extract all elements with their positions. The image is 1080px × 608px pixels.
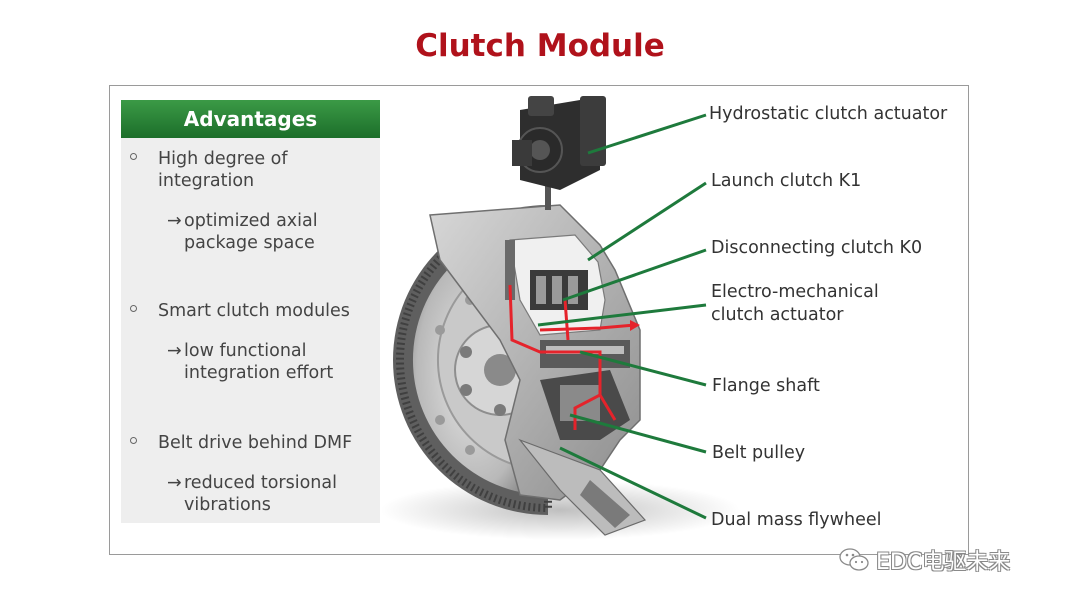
advantage-benefit: → low functional integration effort [167,340,373,384]
clutch-housing-part [429,204,647,536]
leader-line [559,446,707,520]
flow-arrowhead [630,320,640,331]
advantage-title: Belt drive behind DMF [158,433,353,453]
advantage-title: High degree of integration [158,149,288,191]
label-disconnecting-clutch-k0: Disconnecting clutch K0 [711,238,923,258]
watermark-text: EDC电驱未来 [876,550,1011,575]
advantage-benefit: → reduced torsional vibrations [167,472,373,516]
circle-bullet-icon [130,305,137,312]
advantage-benefit-text: optimized axial package space [184,211,318,253]
leader-line [562,248,707,302]
advantage-title: Smart clutch modules [158,301,350,321]
right-arrow-icon: → [167,211,182,231]
right-arrow-icon: → [167,341,182,361]
label-hydrostatic-clutch-actuator: Hydrostatic clutch actuator [709,104,948,124]
watermark: EDC电驱未来 [838,544,1010,576]
drop-shadow [380,480,740,540]
advantages-panel: Advantages High degree of integration → … [121,100,380,523]
advantage-benefit-text: low functional integration effort [184,341,334,383]
label-electro-mechanical-clutch-actuator: Electro-mechanical clutch actuator [711,282,879,325]
advantages-header: Advantages [121,100,380,138]
circle-bullet-icon [130,153,137,160]
circle-bullet-icon [130,437,137,444]
label-flange-shaft: Flange shaft [712,376,820,396]
oil-flow-path [508,284,636,430]
leader-line [537,303,707,327]
label-dual-mass-flywheel: Dual mass flywheel [711,510,882,530]
leader-line [579,350,707,387]
label-belt-pulley: Belt pulley [712,443,806,463]
advantage-benefit: → optimized axial package space [167,210,373,254]
slide-title: Clutch Module [415,28,665,64]
leader-line [587,113,707,155]
leader-lines [537,113,707,520]
leader-line [587,181,707,262]
wechat-icon [839,548,869,571]
leader-line [569,413,707,454]
right-arrow-icon: → [167,473,182,493]
advantage-benefit-text: reduced torsional vibrations [184,473,337,515]
label-launch-clutch-k1: Launch clutch K1 [711,171,862,191]
